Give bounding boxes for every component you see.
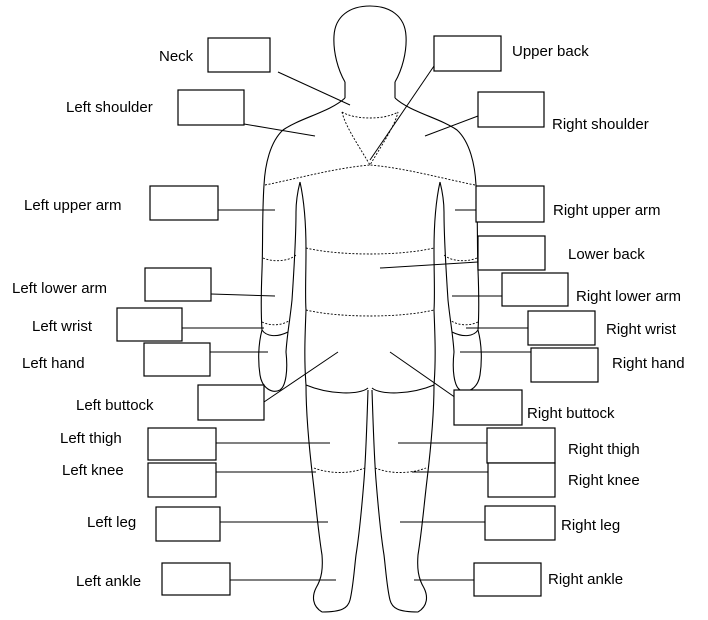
left-knee-border [314,468,365,473]
neck-input[interactable] [208,38,270,72]
right-knee-label: Right knee [568,472,640,489]
neck-label: Neck [159,48,194,65]
left-wrist-border [262,320,290,325]
left-lower-arm-leader [211,294,275,296]
right-leg-outer-outline [418,385,434,612]
human-figure-back-view [259,6,482,612]
right-side-outline [395,98,481,391]
left-upper-arm-input[interactable] [150,186,218,220]
right-wrist-border [450,320,478,325]
right-upper-back-border [370,165,475,185]
right-wrist-input[interactable] [528,311,595,345]
lower-back-leader [380,262,478,268]
right-elbow-border [444,255,477,261]
right-wrist-label: Right wrist [606,321,677,338]
upper-back-leader [370,66,434,160]
right-buttock-label: Right buttock [527,405,615,422]
right-thigh-label: Right thigh [568,441,640,458]
right-lower-arm-input[interactable] [502,273,568,306]
right-leg-inner-outline [372,390,418,612]
left-leg-input[interactable] [156,507,220,541]
right-shoulder-label: Right shoulder [552,116,649,133]
left-shoulder-label: Left shoulder [66,99,153,116]
neck-leader [278,72,350,105]
upper-back-input[interactable] [434,36,501,71]
lower-back-bottom-border [306,310,434,316]
right-lower-arm-label: Right lower arm [576,288,681,305]
left-hand-outline [262,330,288,336]
right-upper-arm-input[interactable] [476,186,544,222]
head-outline [334,6,406,82]
right-leg-label: Right leg [561,517,620,534]
left-buttock-input[interactable] [198,385,264,420]
neck-border [342,112,398,118]
left-buttock-label: Left buttock [76,397,154,414]
left-wrist-label: Left wrist [32,318,93,335]
right-hand-outline [452,330,478,336]
right-arm-inner-outline [440,182,454,352]
left-torso-outline [300,182,306,385]
right-ankle-input[interactable] [474,563,541,596]
right-ankle-label: Right ankle [548,571,623,588]
right-thigh-input[interactable] [487,428,555,463]
left-lower-arm-label: Left lower arm [12,280,107,297]
right-leg-input[interactable] [485,506,555,540]
left-thigh-label: Left thigh [60,430,122,447]
left-hand-input[interactable] [144,343,210,376]
left-knee-label: Left knee [62,462,124,479]
right-shoulder-leader [425,116,478,136]
left-elbow-border [263,255,296,261]
shoulder-yoke-border [342,112,398,165]
lower-back-label: Lower back [568,246,645,263]
lower-back-top-border [306,248,434,254]
neck-outline [345,82,395,98]
left-upper-back-border [265,165,370,185]
lower-back-input[interactable] [478,236,545,270]
right-torso-outline [434,182,440,385]
left-buttock-leader [264,352,338,402]
left-lower-arm-input[interactable] [145,268,211,301]
right-buttock-leader [390,352,456,398]
left-leg-outer-outline [306,385,322,612]
right-hand-input[interactable] [531,348,598,382]
right-hand-label: Right hand [612,355,685,372]
left-leg-label: Left leg [87,514,136,531]
right-shoulder-input[interactable] [478,92,544,127]
left-side-outline [259,98,345,391]
buttocks-outline [306,385,434,393]
right-upper-arm-label: Right upper arm [553,202,661,219]
left-upper-arm-label: Left upper arm [24,197,122,214]
left-ankle-label: Left ankle [76,573,141,590]
left-knee-input[interactable] [148,463,216,497]
left-shoulder-input[interactable] [178,90,244,125]
left-thigh-input[interactable] [148,428,216,460]
left-hand-label: Left hand [22,355,85,372]
right-knee-input[interactable] [488,463,555,497]
left-leg-inner-outline [322,390,368,612]
left-arm-inner-outline [286,182,300,352]
left-ankle-input[interactable] [162,563,230,595]
right-buttock-input[interactable] [454,390,522,425]
upper-back-label: Upper back [512,43,589,60]
left-wrist-input[interactable] [117,308,182,341]
